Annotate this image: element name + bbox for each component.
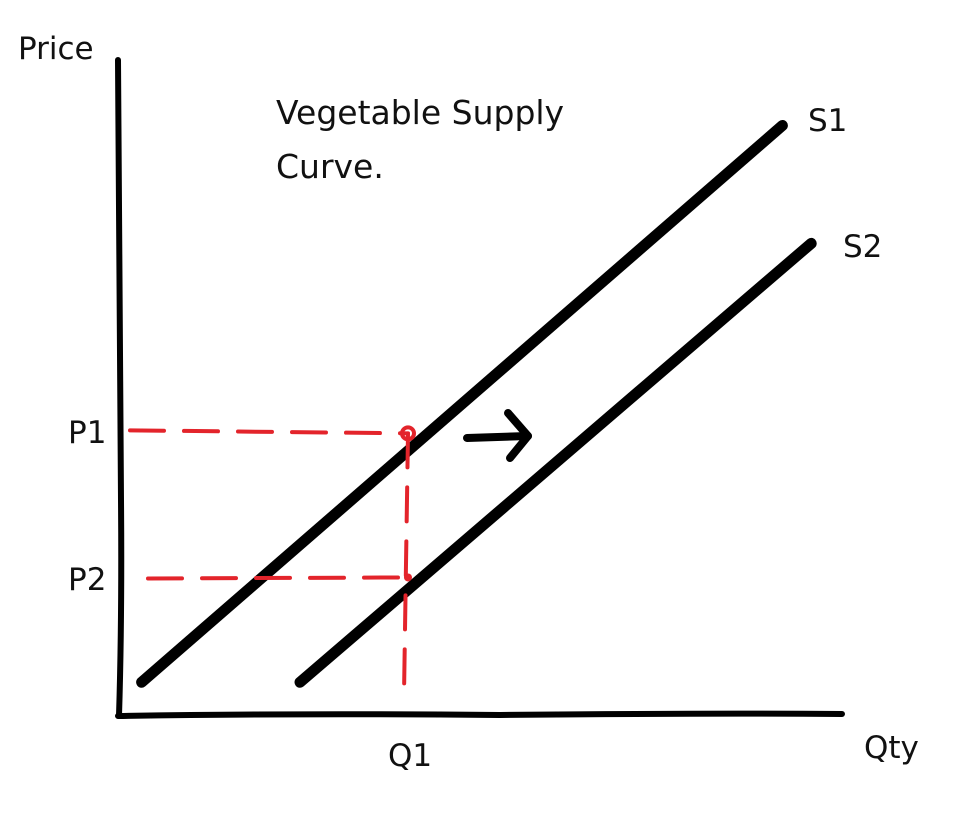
guide-lines bbox=[128, 428, 410, 697]
q1-vertical-guide bbox=[402, 431, 410, 697]
tick-label-q1: Q1 bbox=[388, 738, 432, 774]
series-s1-label: S1 bbox=[808, 103, 847, 139]
tick-label-p2: P2 bbox=[68, 562, 106, 598]
intersection-point-p2 bbox=[404, 573, 412, 582]
p2-horizontal-guide bbox=[146, 575, 410, 581]
p1-horizontal-guide bbox=[128, 428, 410, 436]
x-axis bbox=[115, 710, 845, 719]
series-s2-line bbox=[294, 237, 817, 688]
x-axis-label: Qty bbox=[864, 730, 919, 766]
y-axis bbox=[115, 57, 125, 719]
shift-arrow-icon bbox=[463, 409, 532, 462]
chart-title-line-1: Vegetable Supply bbox=[276, 93, 564, 132]
series-s1-line bbox=[136, 120, 788, 688]
chart-title-line-2: Curve. bbox=[276, 147, 384, 186]
intersection-point-p1 bbox=[400, 425, 416, 442]
series-s2-label: S2 bbox=[843, 229, 882, 265]
y-axis-label: Price bbox=[18, 31, 94, 67]
tick-label-p1: P1 bbox=[68, 415, 106, 451]
